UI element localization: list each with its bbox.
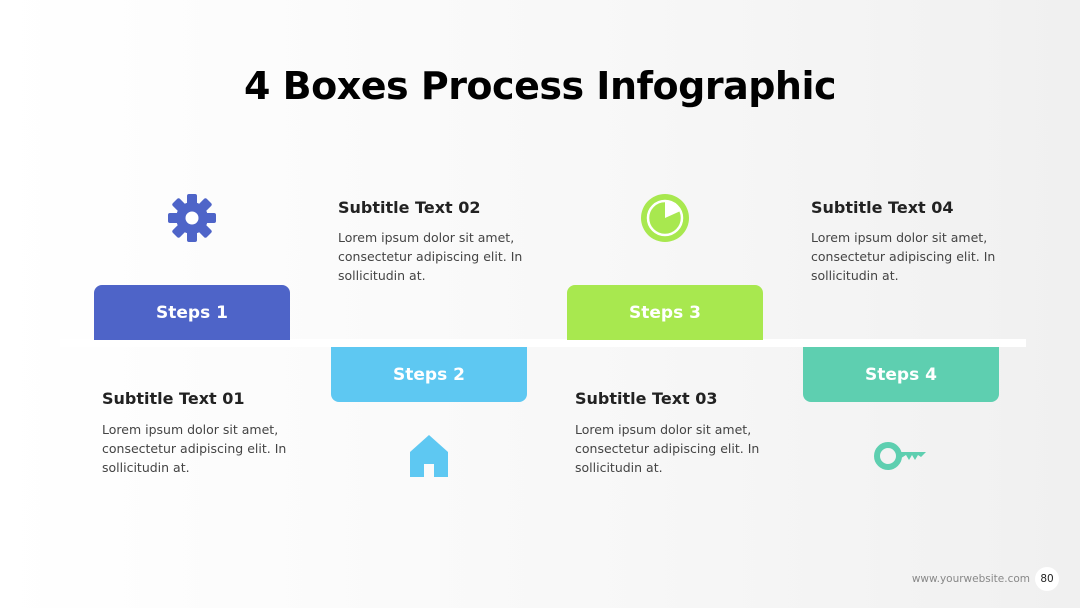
step-4-body: Lorem ipsum dolor sit amet, consectetur … <box>811 230 996 283</box>
timeline-line <box>60 339 1026 347</box>
key-icon <box>874 442 928 476</box>
step-2-body: Lorem ipsum dolor sit amet, consectetur … <box>338 230 523 283</box>
step-2-box: Steps 2 <box>331 347 527 402</box>
step-1-box: Steps 1 <box>94 285 290 340</box>
pie-chart-icon <box>640 193 690 247</box>
step-1-label: Steps 1 <box>156 302 228 323</box>
gear-icon <box>167 193 217 247</box>
home-icon <box>408 434 450 482</box>
step-2-label: Steps 2 <box>393 364 465 385</box>
page-title: 4 Boxes Process Infographic <box>243 64 837 108</box>
footer-url: www.yourwebsite.com <box>911 573 1030 585</box>
step-1-body: Lorem ipsum dolor sit amet, consectetur … <box>102 422 287 475</box>
step-3-subtitle: Subtitle Text 03 <box>575 389 718 408</box>
step-1-subtitle: Subtitle Text 01 <box>102 389 245 408</box>
step-4-subtitle: Subtitle Text 04 <box>811 198 954 217</box>
step-4-label: Steps 4 <box>865 364 937 385</box>
step-3-box: Steps 3 <box>567 285 763 340</box>
step-2-subtitle: Subtitle Text 02 <box>338 198 481 217</box>
page-number: 80 <box>1035 567 1059 591</box>
step-4-box: Steps 4 <box>803 347 999 402</box>
step-3-label: Steps 3 <box>629 302 701 323</box>
step-3-body: Lorem ipsum dolor sit amet, consectetur … <box>575 422 760 475</box>
